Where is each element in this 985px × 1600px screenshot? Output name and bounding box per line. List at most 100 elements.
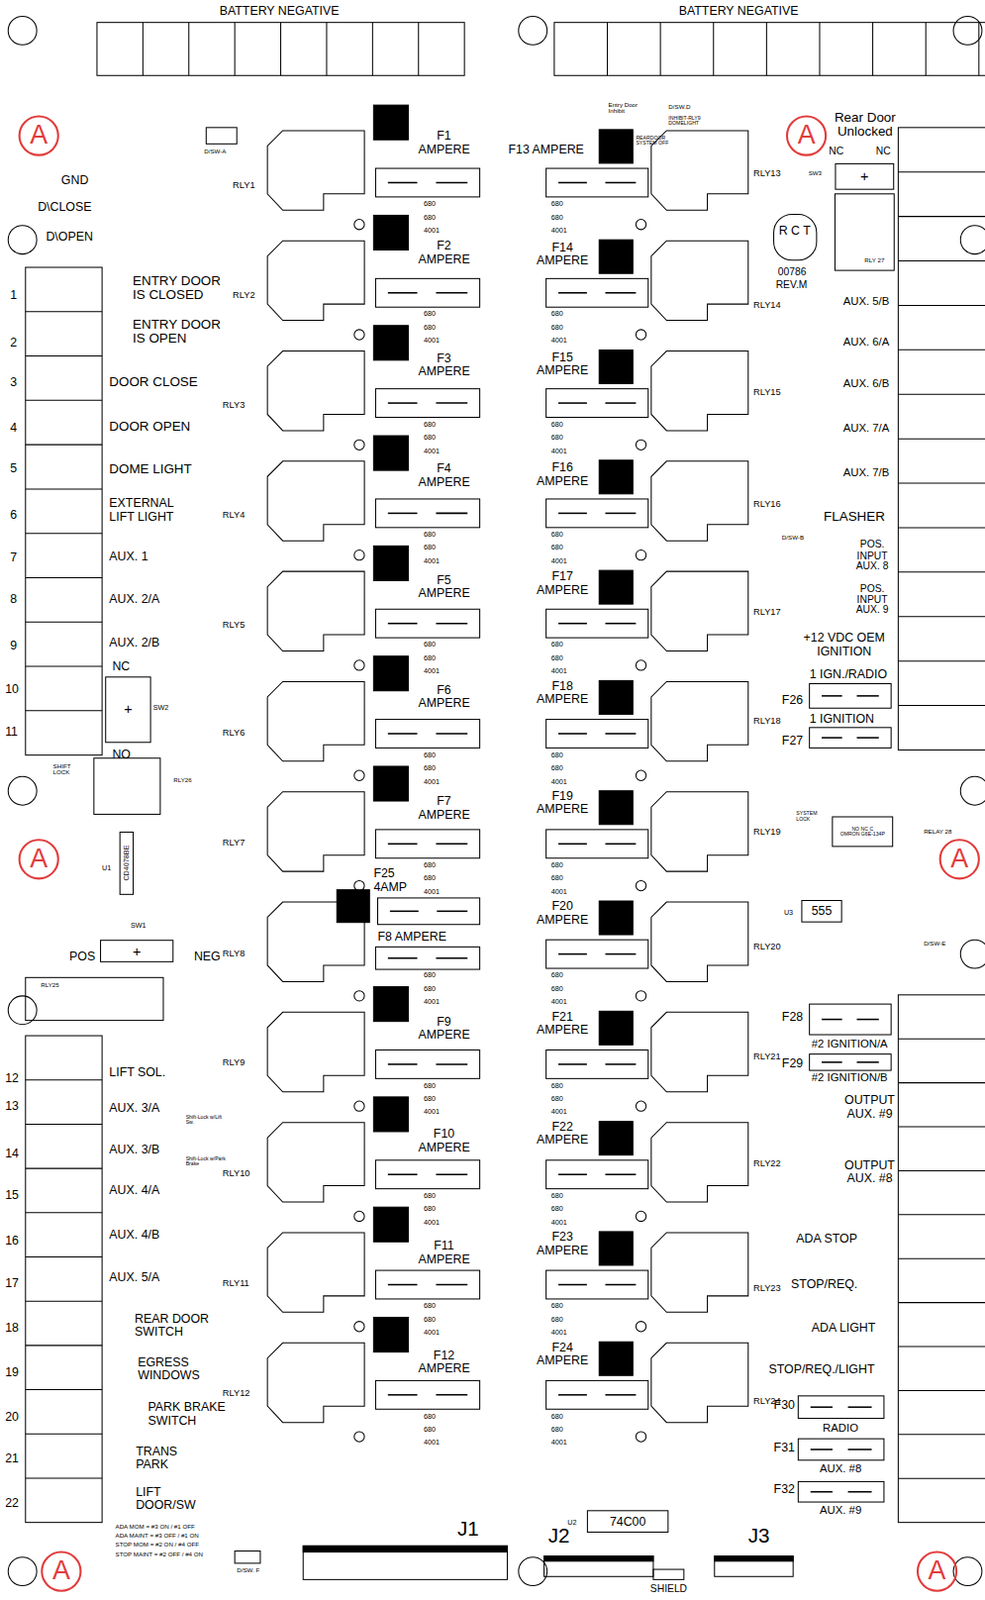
board-label: 680 [551,751,564,760]
fuse-slot [435,401,468,404]
board-label: 680 [423,212,436,221]
terminal-divider [897,1082,985,1084]
led [354,1100,365,1111]
board-label: 4001 [551,777,568,786]
fuse-holder [546,1049,649,1079]
fuse-holder [378,897,481,925]
board-label: F8 AMPERE [378,930,447,944]
terminal-strip [897,127,985,751]
board-label: 680 [423,543,436,552]
fuse-block [373,656,408,691]
terminal-divider [25,310,102,312]
terminal-divider [897,304,985,306]
fuse-slot [388,957,418,960]
board-label: AUX. 4/B [108,1228,160,1242]
led [635,880,646,890]
fuse-block [598,790,633,825]
board-label: 680 [423,874,436,883]
board-label: 4001 [551,887,568,896]
mounting-hole [953,15,983,45]
board-label: 4001 [423,777,440,786]
relay-outline [651,461,749,541]
fuse-holder [546,1379,649,1409]
relay-outline [651,1122,749,1202]
mounting-hole [7,15,37,45]
board-label: 680 [551,530,564,539]
fuse-slot [604,1173,636,1176]
terminal-divider [25,709,102,711]
board-label: F25 4AMP [373,867,419,893]
terminal-divider [766,22,768,77]
switch-box: + [834,163,894,191]
board-label: U1 [101,864,111,873]
board-label: ENTRY DOOR IS CLOSED [132,273,235,301]
fuse-slot [388,622,418,625]
connector-j2 [544,1556,654,1577]
fuse-holder [546,608,649,638]
terminal-divider [280,22,282,77]
fuse-block [598,129,633,164]
switch-box: + [104,676,151,743]
board-label: Entry Door Inhibit [608,101,645,115]
board-label: RLY7 [222,838,246,849]
relay-box [834,194,894,271]
terminal-divider [897,1170,985,1172]
led [354,439,365,450]
board-label: 680 [551,1204,564,1213]
led [635,549,646,560]
board-label: 7 [9,551,17,565]
board-label: RLY21 [753,1052,782,1063]
board-label: RLY13 [753,169,782,180]
board-label: D\OPEN [45,230,93,244]
fuse-holder [375,608,480,638]
fuse-holder [375,389,480,418]
relay-outline [651,240,749,320]
board-label: D/SW-A [203,147,226,154]
relay-outline [267,681,365,761]
fuse-slot [821,694,843,697]
fuse-holder [375,1160,480,1189]
led [354,1321,365,1332]
fuse-block [598,570,633,604]
led [354,1210,365,1221]
board-label: 4001 [423,557,440,566]
fuse-holder [809,727,891,749]
ic-chip: 74C00 [587,1509,669,1533]
node-text: + [132,943,141,959]
led [635,1431,646,1442]
board-label: RLY26 [173,777,192,784]
terminal-divider [25,355,102,357]
board-label: 680 [551,874,564,883]
board-label: 00786 [778,267,807,279]
board-label: F19 AMPERE [530,789,594,816]
board-label: NEG [194,949,221,963]
relay-outline [651,1342,749,1422]
board-label: RLY14 [753,300,782,311]
node-text: 74C00 [609,1514,646,1528]
board-label: 22 [4,1496,19,1510]
led [635,1100,646,1111]
fuse-holder [546,389,649,418]
fuse-slot [435,292,468,295]
board-label: 680 [423,985,436,993]
terminal-divider [142,22,144,77]
terminal-divider [25,1123,102,1125]
fuse-holder [375,946,480,970]
switch-box: + [99,939,174,963]
fuse-slot [435,1173,468,1176]
fuse-slot [558,401,588,404]
fuse-holder [546,168,649,197]
fuse-slot [604,622,636,625]
board-label: F29 [782,1057,803,1071]
led [635,439,646,450]
board-label: 680 [423,751,436,760]
relay-box: NO NC COMRON G6E-134P [831,815,893,847]
board-label: #2 IGNITION/A [811,1038,888,1051]
callout-circle: A [40,1551,82,1592]
terminal-divider [25,532,102,534]
fuse-slot [435,512,468,515]
board-label: F28 [782,1009,803,1023]
board-label: RLY3 [222,400,246,411]
fuse-slot [435,1063,468,1066]
board-label: 8 [9,592,17,606]
